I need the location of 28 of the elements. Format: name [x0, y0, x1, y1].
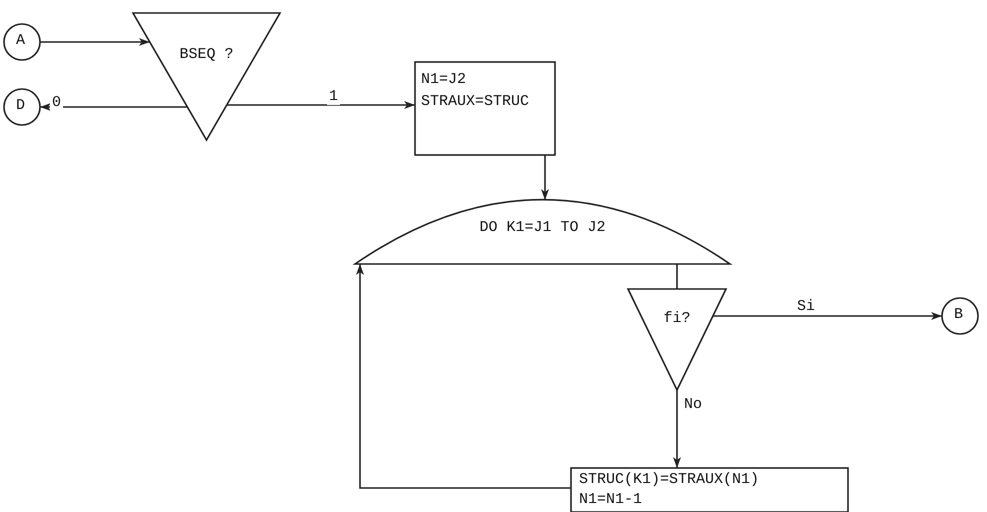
- process-box: [571, 468, 848, 512]
- node-text: N1=N1-1: [579, 490, 642, 510]
- arrow: [541, 155, 549, 200]
- decision-triangle: [628, 289, 726, 390]
- arrow: [712, 312, 942, 320]
- node-text: DO K1=J1 TO J2: [478, 218, 607, 238]
- node-text: STRAUX=STRUC: [421, 92, 530, 112]
- arrow: [673, 390, 681, 468]
- node-text: BSEQ ?: [178, 45, 234, 65]
- node-text: B: [954, 305, 964, 325]
- decision-triangle: [133, 13, 280, 140]
- arrow: [40, 38, 150, 46]
- node-text: fi?: [662, 309, 692, 329]
- loop-shape: [355, 198, 730, 264]
- arrow: [40, 103, 188, 111]
- node-text: N1=J2: [421, 70, 466, 90]
- edge-label: 0: [50, 95, 64, 111]
- connector-line: [676, 264, 678, 289]
- connector-circle: [4, 89, 40, 125]
- connector-circle: [4, 24, 40, 60]
- edge-label: 1: [327, 89, 340, 105]
- process-box: [415, 62, 555, 155]
- node-text: STRUC(K1)=STRAUX(N1): [579, 470, 760, 490]
- arrow: [356, 264, 571, 489]
- node-text: A: [16, 31, 26, 51]
- connector-circle: [942, 298, 978, 334]
- node-text: D: [16, 96, 26, 116]
- arrow: [226, 101, 415, 109]
